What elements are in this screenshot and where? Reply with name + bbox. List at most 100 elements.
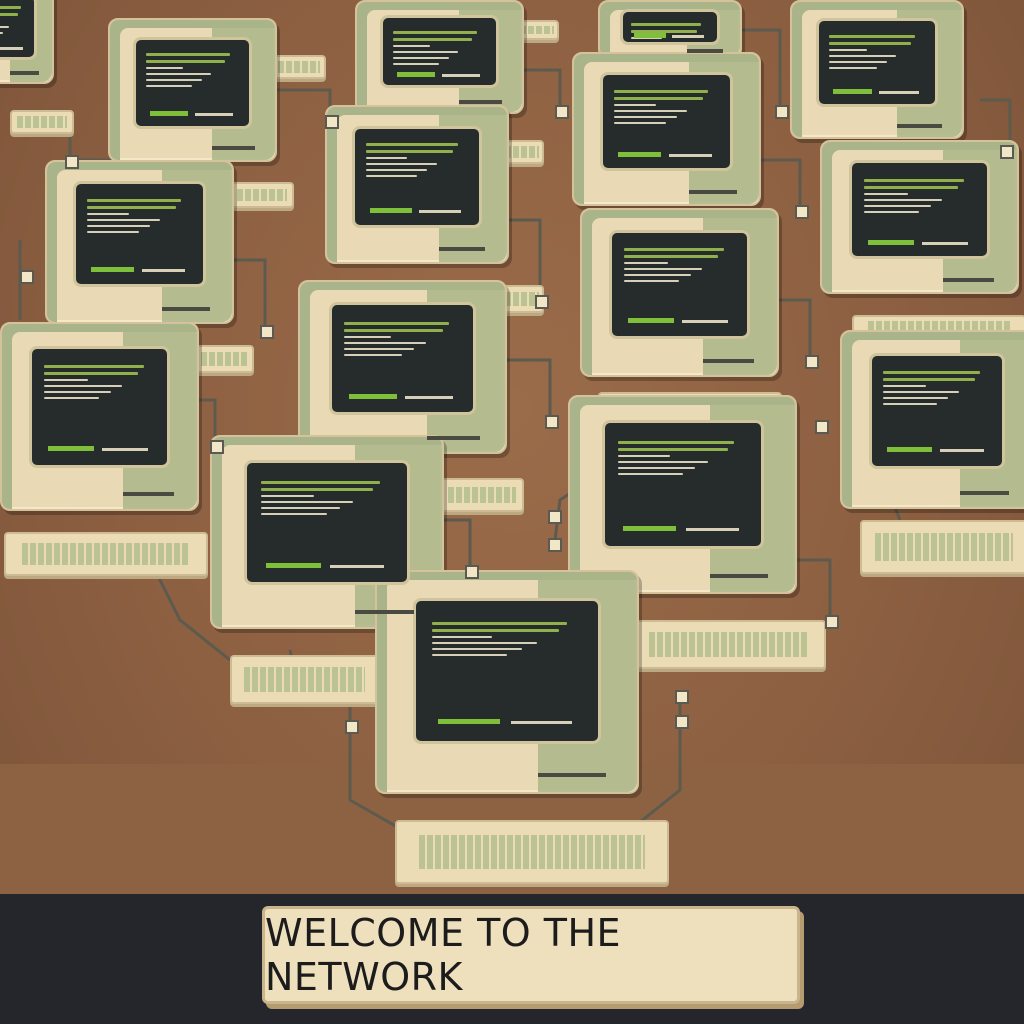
status-line (939, 449, 985, 453)
terminal-line (392, 51, 459, 54)
wire (230, 258, 267, 330)
terminal-line (618, 448, 728, 452)
keyboard (230, 655, 379, 704)
monitor (375, 570, 639, 794)
terminal-screen (352, 125, 482, 228)
wire (740, 28, 782, 110)
network-node (795, 205, 809, 219)
terminal-line (392, 63, 440, 66)
progress-bar (348, 393, 397, 399)
keyboard (272, 55, 326, 79)
terminal-line (828, 60, 887, 63)
progress-bar (887, 447, 932, 453)
terminal-line (613, 121, 667, 124)
terminal-line (863, 178, 964, 182)
terminal-line (828, 54, 897, 57)
status-line (419, 210, 462, 214)
computer (325, 105, 509, 264)
progress-bar (868, 239, 915, 245)
terminal-line (0, 31, 3, 34)
terminal-screen (599, 72, 734, 171)
network-node (555, 105, 569, 119)
status-line (682, 320, 728, 324)
terminal-line (613, 103, 656, 106)
terminal-line (145, 84, 193, 87)
terminal-line (863, 185, 959, 189)
terminal-line (86, 205, 177, 209)
status-line (922, 241, 968, 245)
keyboard (230, 182, 294, 208)
terminal-line (86, 218, 161, 221)
disk-slot (122, 492, 174, 497)
monitor (355, 0, 524, 114)
terminal-line (431, 648, 522, 651)
terminal-line (43, 384, 122, 387)
network-node (825, 615, 839, 629)
disk-slot (686, 49, 724, 54)
progress-bar (623, 526, 677, 532)
computer (375, 570, 639, 794)
terminal-line (431, 622, 567, 626)
terminal-line (882, 403, 937, 406)
terminal-screen (619, 8, 721, 45)
status-line (194, 112, 234, 116)
welcome-sign: WELCOME TO THE NETWORK (262, 906, 800, 1004)
network-node (260, 325, 274, 339)
monitor (568, 395, 797, 594)
monitor (820, 140, 1019, 294)
terminal-line (260, 507, 341, 510)
monitor (45, 160, 234, 324)
network-node (675, 690, 689, 704)
terminal-line (623, 268, 702, 271)
disk-slot (354, 609, 415, 614)
wire (755, 158, 802, 210)
terminal-screen (609, 229, 750, 339)
terminal-line (618, 441, 735, 445)
terminal-line (618, 461, 709, 464)
keyboard (10, 110, 74, 134)
terminal-line (145, 72, 212, 75)
network-node (465, 565, 479, 579)
terminal-line (863, 198, 942, 201)
computer (108, 18, 277, 162)
network-node (815, 420, 829, 434)
progress-bar (438, 718, 500, 724)
wire (775, 298, 812, 360)
terminal-line (613, 115, 677, 118)
network-node (548, 510, 562, 524)
network-node (535, 295, 549, 309)
terminal-line (86, 224, 150, 227)
network-node (805, 355, 819, 369)
progress-bar (618, 151, 662, 157)
status-line (330, 564, 385, 568)
terminal-line (613, 89, 709, 93)
keyboard (195, 345, 254, 373)
terminal-line (392, 57, 449, 60)
terminal-screen (29, 346, 170, 469)
network-node (1000, 145, 1014, 159)
progress-bar (48, 446, 95, 452)
monitor (790, 0, 964, 139)
keyboard (4, 532, 208, 576)
terminal-screen (868, 353, 1006, 469)
keyboard (632, 620, 826, 669)
terminal-line (828, 66, 877, 69)
progress-bar (91, 266, 135, 272)
terminal-screen (0, 0, 37, 60)
disk-slot (459, 100, 503, 105)
terminal-line (613, 96, 704, 100)
terminal-line (623, 255, 719, 259)
terminal-line (863, 192, 909, 195)
progress-bar (149, 110, 188, 116)
monitor (572, 52, 761, 206)
status-line (671, 35, 705, 39)
terminal-line (43, 378, 89, 381)
terminal-line (618, 455, 670, 458)
terminal-line (431, 654, 507, 657)
terminal-line (0, 12, 18, 16)
terminal-line (260, 501, 354, 504)
terminal-line (828, 48, 868, 51)
status-line (879, 91, 919, 95)
terminal-line (392, 38, 473, 42)
